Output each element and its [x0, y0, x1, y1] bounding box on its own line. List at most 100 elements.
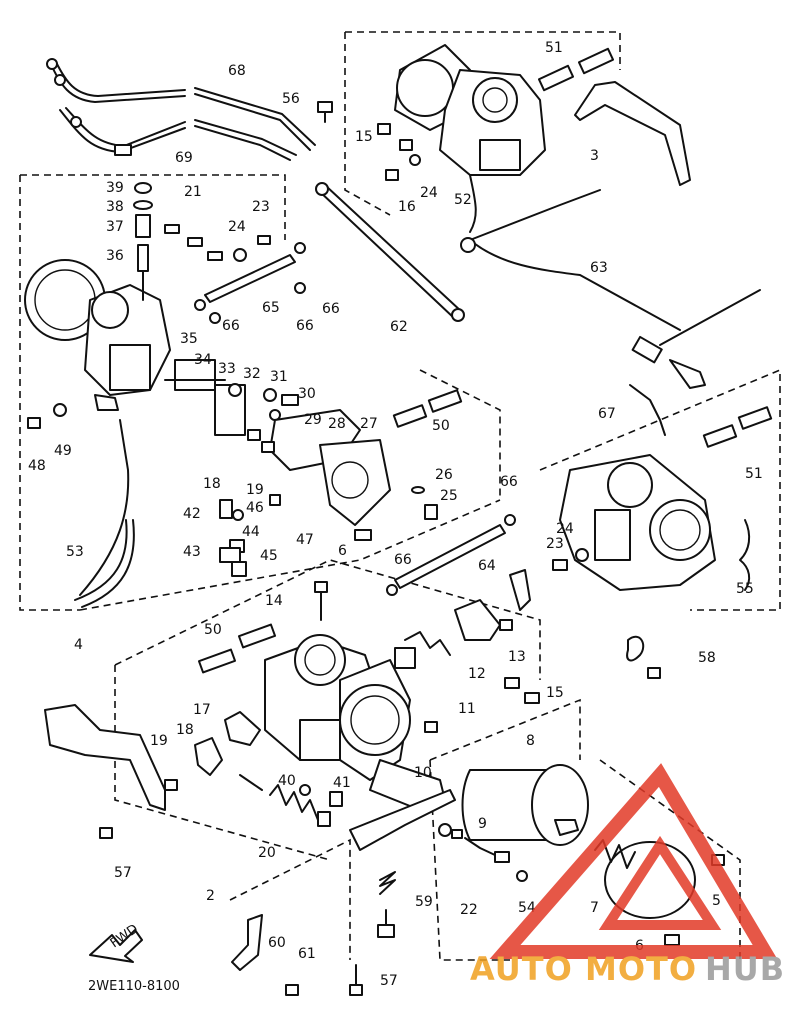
part-label: 31: [270, 369, 288, 385]
part-label: 11: [458, 701, 476, 717]
fwd-arrow-icon: FWD: [89, 922, 143, 963]
rods-50-lower: [197, 623, 277, 674]
part-label: 18: [203, 476, 221, 492]
parts-54-59: [377, 870, 528, 938]
part-label: 13: [508, 649, 526, 665]
part-label: 46: [246, 500, 264, 516]
bracket-top-right: [574, 81, 691, 186]
parts-12-13: [394, 569, 531, 669]
part-label: 43: [183, 544, 201, 560]
watermark-logo: AUTO MOTO HUB: [470, 763, 785, 988]
part-label: 45: [260, 548, 278, 564]
part-label: 12: [468, 666, 486, 682]
part-label: 19: [150, 733, 168, 749]
watermark-moto: MOTO: [585, 950, 697, 988]
part-label: 60: [268, 935, 286, 951]
screws-15-lower: [424, 677, 540, 733]
part-label: 53: [66, 544, 84, 560]
part-label: 23: [252, 199, 270, 215]
part-label: 40: [278, 773, 296, 789]
parts-17-19: [164, 711, 261, 791]
part-label: 26: [435, 467, 453, 483]
part-label: 37: [106, 219, 124, 235]
rods-65: [194, 242, 306, 324]
watermark-hub: HUB: [705, 950, 785, 988]
part-label: 27: [360, 416, 378, 432]
carburetor-right: [552, 454, 751, 591]
hose-68-69: [46, 58, 316, 161]
part-label: 8: [526, 733, 535, 749]
rod-64: [386, 514, 516, 596]
part-label: 3: [590, 148, 599, 164]
part-22: [438, 823, 510, 863]
part-label: 36: [106, 248, 124, 264]
part-label: 34: [194, 352, 212, 368]
part-label: 15: [355, 129, 373, 145]
group-boxes: [19, 31, 781, 961]
part-label: 7: [590, 900, 599, 916]
part-label: 2: [206, 888, 215, 904]
part-label: 66: [296, 318, 314, 334]
part-label: 35: [180, 331, 198, 347]
part-label: 50: [204, 622, 222, 638]
part-label: 69: [175, 150, 193, 166]
part-label: 63: [590, 260, 608, 276]
part-label: 4: [74, 637, 83, 653]
carburetor-4: [24, 259, 171, 596]
part-label: 50: [432, 418, 450, 434]
hose-53: [74, 519, 135, 608]
part-label: 29: [304, 412, 322, 428]
carburetor-3: [394, 44, 546, 233]
part-label: 16: [398, 199, 416, 215]
part-label: 20: [258, 845, 276, 861]
diagram-code: 2WE110-8100: [88, 979, 180, 994]
part-label: 33: [218, 361, 236, 377]
parts-8-10: [349, 759, 589, 851]
part-label: 22: [460, 902, 478, 918]
part-label: 25: [440, 488, 458, 504]
shaft-63: [460, 189, 761, 389]
part-label: 66: [394, 552, 412, 568]
part-label: 56: [282, 91, 300, 107]
spring-67: [629, 384, 666, 436]
part-label: 21: [184, 184, 202, 200]
screws-21-24-23: [164, 224, 271, 262]
part-label: 41: [333, 775, 351, 791]
part-label: 5: [712, 893, 721, 909]
part-58: [626, 635, 661, 679]
part-label: 28: [328, 416, 346, 432]
rods-50-mid: [392, 389, 463, 428]
bracket-57: [44, 704, 166, 839]
part-label: 47: [296, 532, 314, 548]
part-label: 17: [193, 702, 211, 718]
part-label: 24: [556, 521, 574, 537]
part-label: 51: [545, 40, 563, 56]
part-label: 15: [546, 685, 564, 701]
part-label: 66: [222, 318, 240, 334]
part-label: 9: [478, 816, 487, 832]
parts-60-61: [231, 914, 363, 996]
rod-62: [315, 182, 465, 322]
part-label: 24: [228, 219, 246, 235]
part-label: 38: [106, 199, 124, 215]
part-label: 58: [698, 650, 716, 666]
part-label: 19: [246, 482, 264, 498]
part-label: 24: [420, 185, 438, 201]
part-label: 48: [28, 458, 46, 474]
part-label: 65: [262, 300, 280, 316]
parts-25-26: [354, 486, 438, 541]
part-label: 66: [322, 301, 340, 317]
part-label: 61: [298, 946, 316, 962]
part-label: 57: [114, 865, 132, 881]
part-label: 68: [228, 63, 246, 79]
rods-51-right: [702, 406, 773, 448]
part-label: 49: [54, 443, 72, 459]
carburetor-main: [264, 581, 411, 781]
part-label: 67: [598, 406, 616, 422]
part-label: 62: [390, 319, 408, 335]
part-label: 32: [243, 366, 261, 382]
part-label: 57: [380, 973, 398, 989]
part-label: 10: [414, 765, 432, 781]
